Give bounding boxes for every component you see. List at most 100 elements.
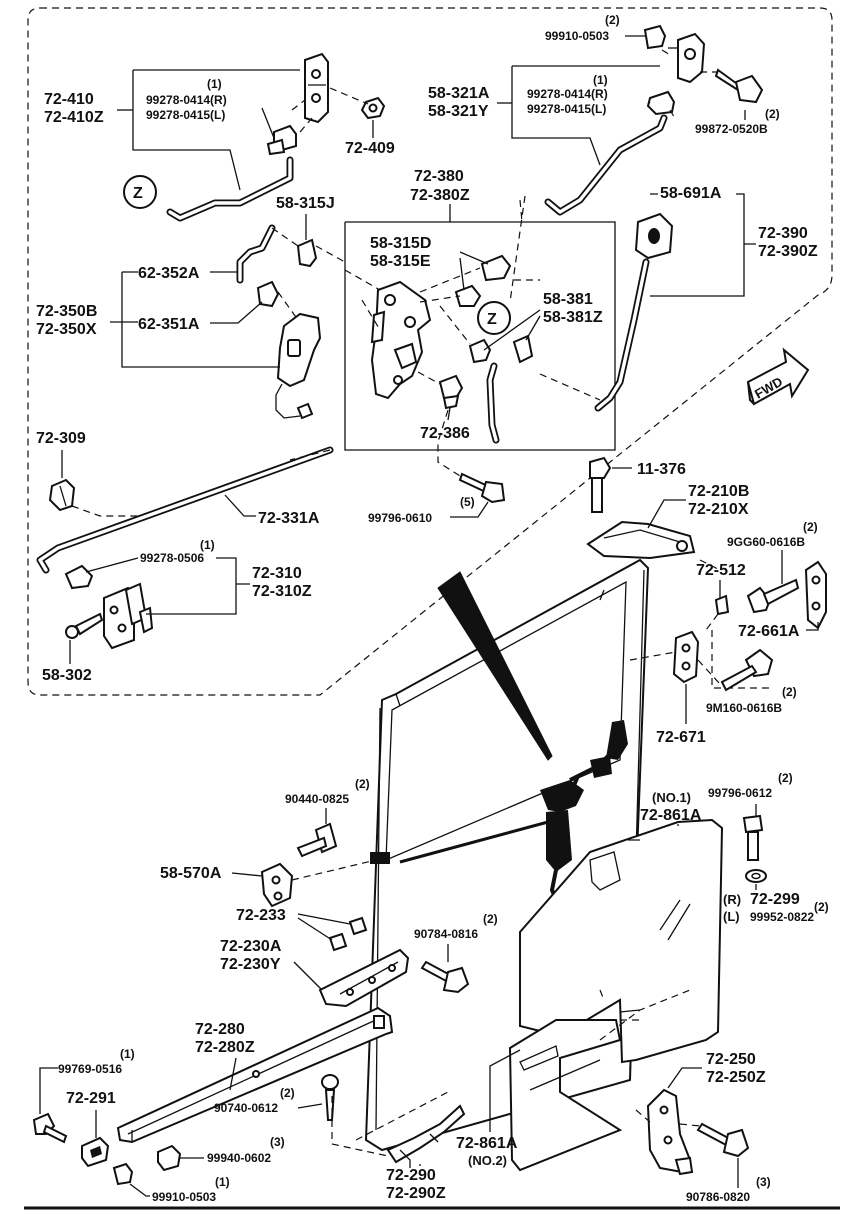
rod-62-352A — [236, 224, 276, 284]
label-58-321Y: 58-321Y — [428, 103, 489, 120]
label-qty-5: (5) — [460, 495, 475, 509]
label-72-310Z: 72-310Z — [252, 583, 312, 600]
shim-72-512 — [714, 594, 730, 616]
svg-text:Z: Z — [133, 185, 143, 202]
label-qty-2-9GG: (2) — [803, 520, 818, 534]
washer-72-299 — [745, 869, 767, 883]
nut-99940-0602 — [157, 1144, 182, 1172]
latch-rod-72-410 — [166, 156, 294, 222]
bolt-90784-0816 — [420, 960, 470, 994]
label-99910-0503: 99910-0503 — [545, 29, 609, 43]
label-72-233: 72-233 — [236, 907, 286, 924]
door-hinge-72-310 — [103, 582, 154, 650]
label-90786-0820: 90786-0820 — [686, 1190, 750, 1204]
label-qty-1-hinge: (1) — [200, 538, 215, 552]
clip-72-386 — [438, 374, 464, 410]
label-58-315E: 58-315E — [370, 253, 431, 270]
nut-72-409 — [360, 96, 386, 120]
label-90784-0816: 90784-0816 — [414, 927, 478, 941]
label-58-381Z: 58-381Z — [543, 309, 603, 326]
label-qty-1-99910: (1) — [215, 1175, 230, 1189]
latch-rod-58-381 — [486, 362, 500, 444]
label-72-410: 72-410 — [44, 91, 94, 108]
label-qty-3-90786: (3) — [756, 1175, 771, 1189]
label-72-350B: 72-350B — [36, 303, 97, 320]
label-72-230A: 72-230A — [220, 938, 282, 955]
label-99872-0520B: 99872-0520B — [695, 122, 768, 136]
svg-text:Z: Z — [487, 311, 497, 328]
guide-72-290 — [386, 1104, 466, 1168]
fwd-direction-arrow: FWD — [746, 347, 810, 406]
screw-99769-0516 — [32, 1112, 68, 1144]
label-qty-2-99796: (2) — [778, 771, 793, 785]
striker-plate-72-671 — [672, 630, 700, 684]
cap-72-233 — [328, 916, 368, 952]
bolt-9M160-0616B — [720, 648, 774, 692]
label-qty-1-99769: (1) — [120, 1047, 135, 1061]
clip-99910-0503-bottom — [112, 1162, 134, 1186]
label-72-280Z: 72-280Z — [195, 1039, 255, 1056]
label-72-512: 72-512 — [696, 562, 746, 579]
striker-bracket-72-210B — [586, 520, 696, 560]
clip-58-315E — [454, 284, 482, 307]
rod-72-390 — [594, 258, 650, 412]
label-72-290Z: 72-290Z — [386, 1185, 446, 1202]
label-99952-0822: 99952-0822 — [750, 910, 814, 924]
label-62-351A: 62-351A — [138, 316, 200, 333]
label-72-250: 72-250 — [706, 1051, 756, 1068]
label-72-291: 72-291 — [66, 1090, 116, 1107]
clip-62-351A — [256, 280, 280, 308]
label-72-409: 72-409 — [345, 140, 395, 157]
label-72-250Z: 72-250Z — [706, 1069, 766, 1086]
label-72-210X: 72-210X — [688, 501, 749, 518]
bracket-72-350B — [110, 271, 280, 368]
bolt-90440-0825 — [296, 822, 338, 858]
bolt-99796-0610 — [458, 472, 506, 504]
label-58-381: 58-381 — [543, 291, 593, 308]
inside-handle-rod-58-321A — [544, 114, 668, 216]
plate-72-661A — [804, 560, 827, 630]
label-72-210B: 72-210B — [688, 483, 749, 500]
clip-58-315J — [296, 238, 318, 268]
bracket-72-310 — [146, 557, 250, 615]
label-qty-1: (1) — [207, 77, 222, 91]
bracket-58-321A — [497, 65, 660, 166]
lower-rail-72-280 — [116, 1006, 394, 1144]
label-99278-0414R-right: 99278-0414(R) — [527, 87, 608, 101]
bolt-58-302 — [65, 612, 104, 639]
label-qty-2: (2) — [605, 13, 620, 27]
label-qty-2-9M: (2) — [782, 685, 797, 699]
label-72-386: 72-386 — [420, 425, 470, 442]
label-58-315D: 58-315D — [370, 235, 431, 252]
door-glass-72-861A-no2 — [508, 1019, 623, 1172]
clip-99278-0506 — [64, 564, 94, 590]
rod-clip-99278-0414-right — [646, 90, 676, 116]
handle-bezel-58-691A — [634, 212, 674, 260]
bracket-72-410 — [117, 69, 300, 191]
label-no2: (NO.2) — [468, 1153, 507, 1168]
door-lock-wiring-harness — [370, 720, 628, 905]
door-lock-latch-72-410 — [304, 52, 329, 124]
label-qty-3-99940: (3) — [270, 1135, 285, 1149]
label-9M160-0616B: 9M160-0616B — [706, 701, 782, 715]
label-99910-0503-bottom: 99910-0503 — [152, 1190, 216, 1204]
bracket-58-570A — [260, 862, 294, 908]
cap-72-291 — [81, 1136, 110, 1168]
label-62-352A: 62-352A — [138, 265, 200, 282]
label-99278-0414R: 99278-0414(R) — [146, 93, 227, 107]
label-72-380Z: 72-380Z — [410, 187, 470, 204]
door-latch-assembly-72-380 — [370, 280, 432, 400]
clip-58-315D — [480, 254, 512, 282]
pointer-wedge — [437, 571, 553, 761]
label-72-280: 72-280 — [195, 1021, 245, 1038]
label-58-321A: 58-321A — [428, 85, 490, 102]
reference-z-circle: Z — [123, 175, 157, 209]
label-72-309: 72-309 — [36, 430, 86, 447]
label-L: (L) — [723, 909, 740, 924]
label-72-861A-no1: 72-861A — [640, 807, 702, 824]
label-90740-0612: 90740-0612 — [214, 1101, 278, 1115]
clip-72-309 — [48, 478, 76, 512]
label-qty-2-90784: (2) — [483, 912, 498, 926]
bracket-72-250 — [646, 1088, 694, 1176]
